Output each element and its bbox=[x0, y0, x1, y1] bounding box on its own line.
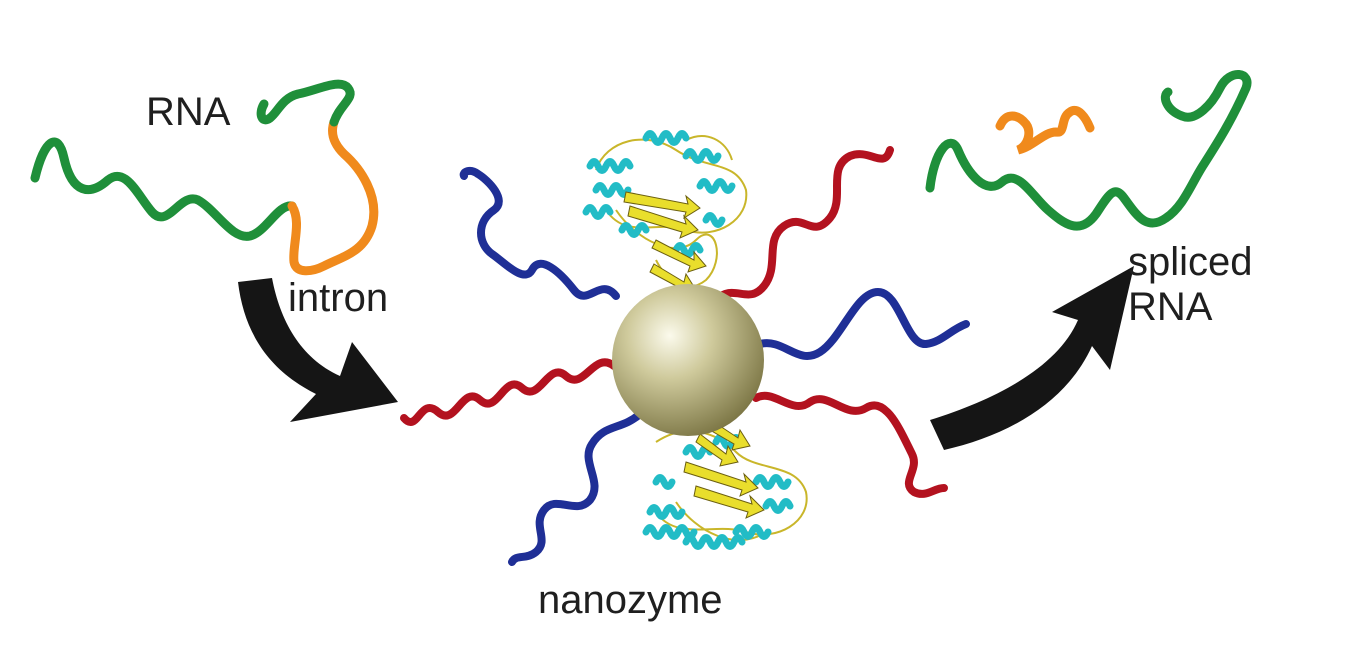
protein-top bbox=[582, 130, 748, 295]
blue-strand-right bbox=[756, 287, 970, 360]
spliced-rna-strand bbox=[925, 70, 1252, 231]
red-strand-lower-right bbox=[752, 391, 948, 498]
spliced-rna-exon bbox=[925, 70, 1252, 231]
blue-strand-upper-left bbox=[459, 166, 620, 300]
input-rna-exon-left bbox=[30, 137, 297, 241]
left-curved-arrow-icon bbox=[238, 278, 398, 422]
rna-label: RNA bbox=[146, 90, 231, 134]
red-strand-left bbox=[400, 358, 618, 426]
input-rna-exon-right bbox=[256, 79, 355, 127]
input-rna-strand bbox=[30, 79, 379, 276]
input-rna-intron bbox=[287, 117, 379, 276]
red-strand-upper-right bbox=[712, 146, 894, 304]
spliced-rna-label: spliced RNA bbox=[1128, 240, 1253, 329]
gold-nanoparticle-icon bbox=[612, 284, 764, 436]
excised-intron bbox=[995, 106, 1095, 155]
intron-label: intron bbox=[288, 276, 389, 320]
blue-strand-lower-left bbox=[508, 410, 644, 566]
right-curved-arrow-icon bbox=[930, 266, 1134, 450]
nanozyme-strands bbox=[400, 146, 970, 566]
protein-bottom bbox=[642, 420, 808, 550]
nanozyme-label: nanozyme bbox=[538, 578, 723, 622]
